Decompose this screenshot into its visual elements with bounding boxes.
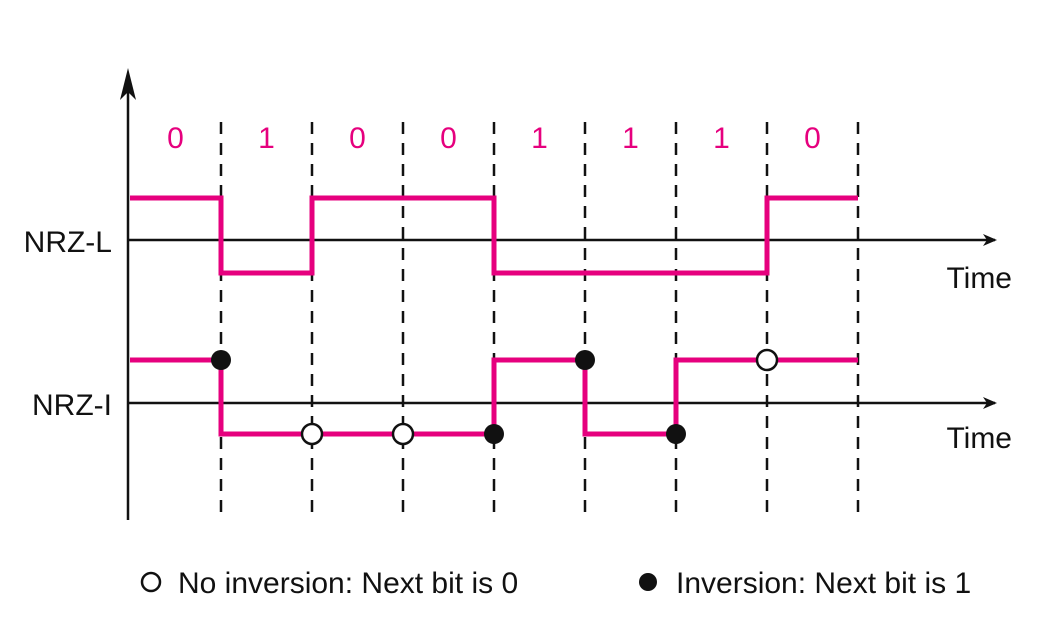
nrzl-signal-line: [130, 195, 858, 276]
vertical-axis-arrow-icon: [120, 68, 136, 100]
bit-value-label: 0: [167, 122, 184, 155]
legend-inversion-text: Inversion: Next bit is 1: [676, 567, 971, 600]
inversion-marker: [484, 424, 504, 444]
bit-labels: 0 1 0 0 1 1 1 0: [167, 122, 821, 155]
filled-circle-icon: [639, 573, 657, 591]
bit-value-label: 0: [349, 122, 366, 155]
legend: No inversion: Next bit is 0 Inversion: N…: [140, 567, 971, 600]
bit-value-label: 1: [622, 122, 639, 155]
inversion-marker: [211, 350, 231, 370]
bit-value-label: 1: [531, 122, 548, 155]
open-circle-icon: [140, 571, 162, 593]
nrzl-time-label: Time: [946, 262, 1012, 295]
nrzl-row-label: NRZ-L: [24, 226, 112, 259]
inversion-marker: [666, 424, 686, 444]
bit-value-label: 1: [258, 122, 275, 155]
legend-no-inversion-text: No inversion: Next bit is 0: [178, 567, 518, 600]
nrzi-row-label: NRZ-I: [32, 389, 112, 422]
nrzi-time-label: Time: [946, 422, 1012, 455]
no-inversion-marker: [300, 422, 324, 446]
bit-value-label: 0: [804, 122, 821, 155]
nrzi-signal-line: [130, 357, 858, 437]
no-inversion-marker: [391, 422, 415, 446]
bit-boundary-lines: [219, 122, 860, 520]
no-inversion-marker: [755, 348, 779, 372]
bit-value-label: 0: [440, 122, 457, 155]
nrzi-transition-markers: [211, 348, 779, 446]
inversion-marker: [575, 350, 595, 370]
bit-value-label: 1: [713, 122, 730, 155]
